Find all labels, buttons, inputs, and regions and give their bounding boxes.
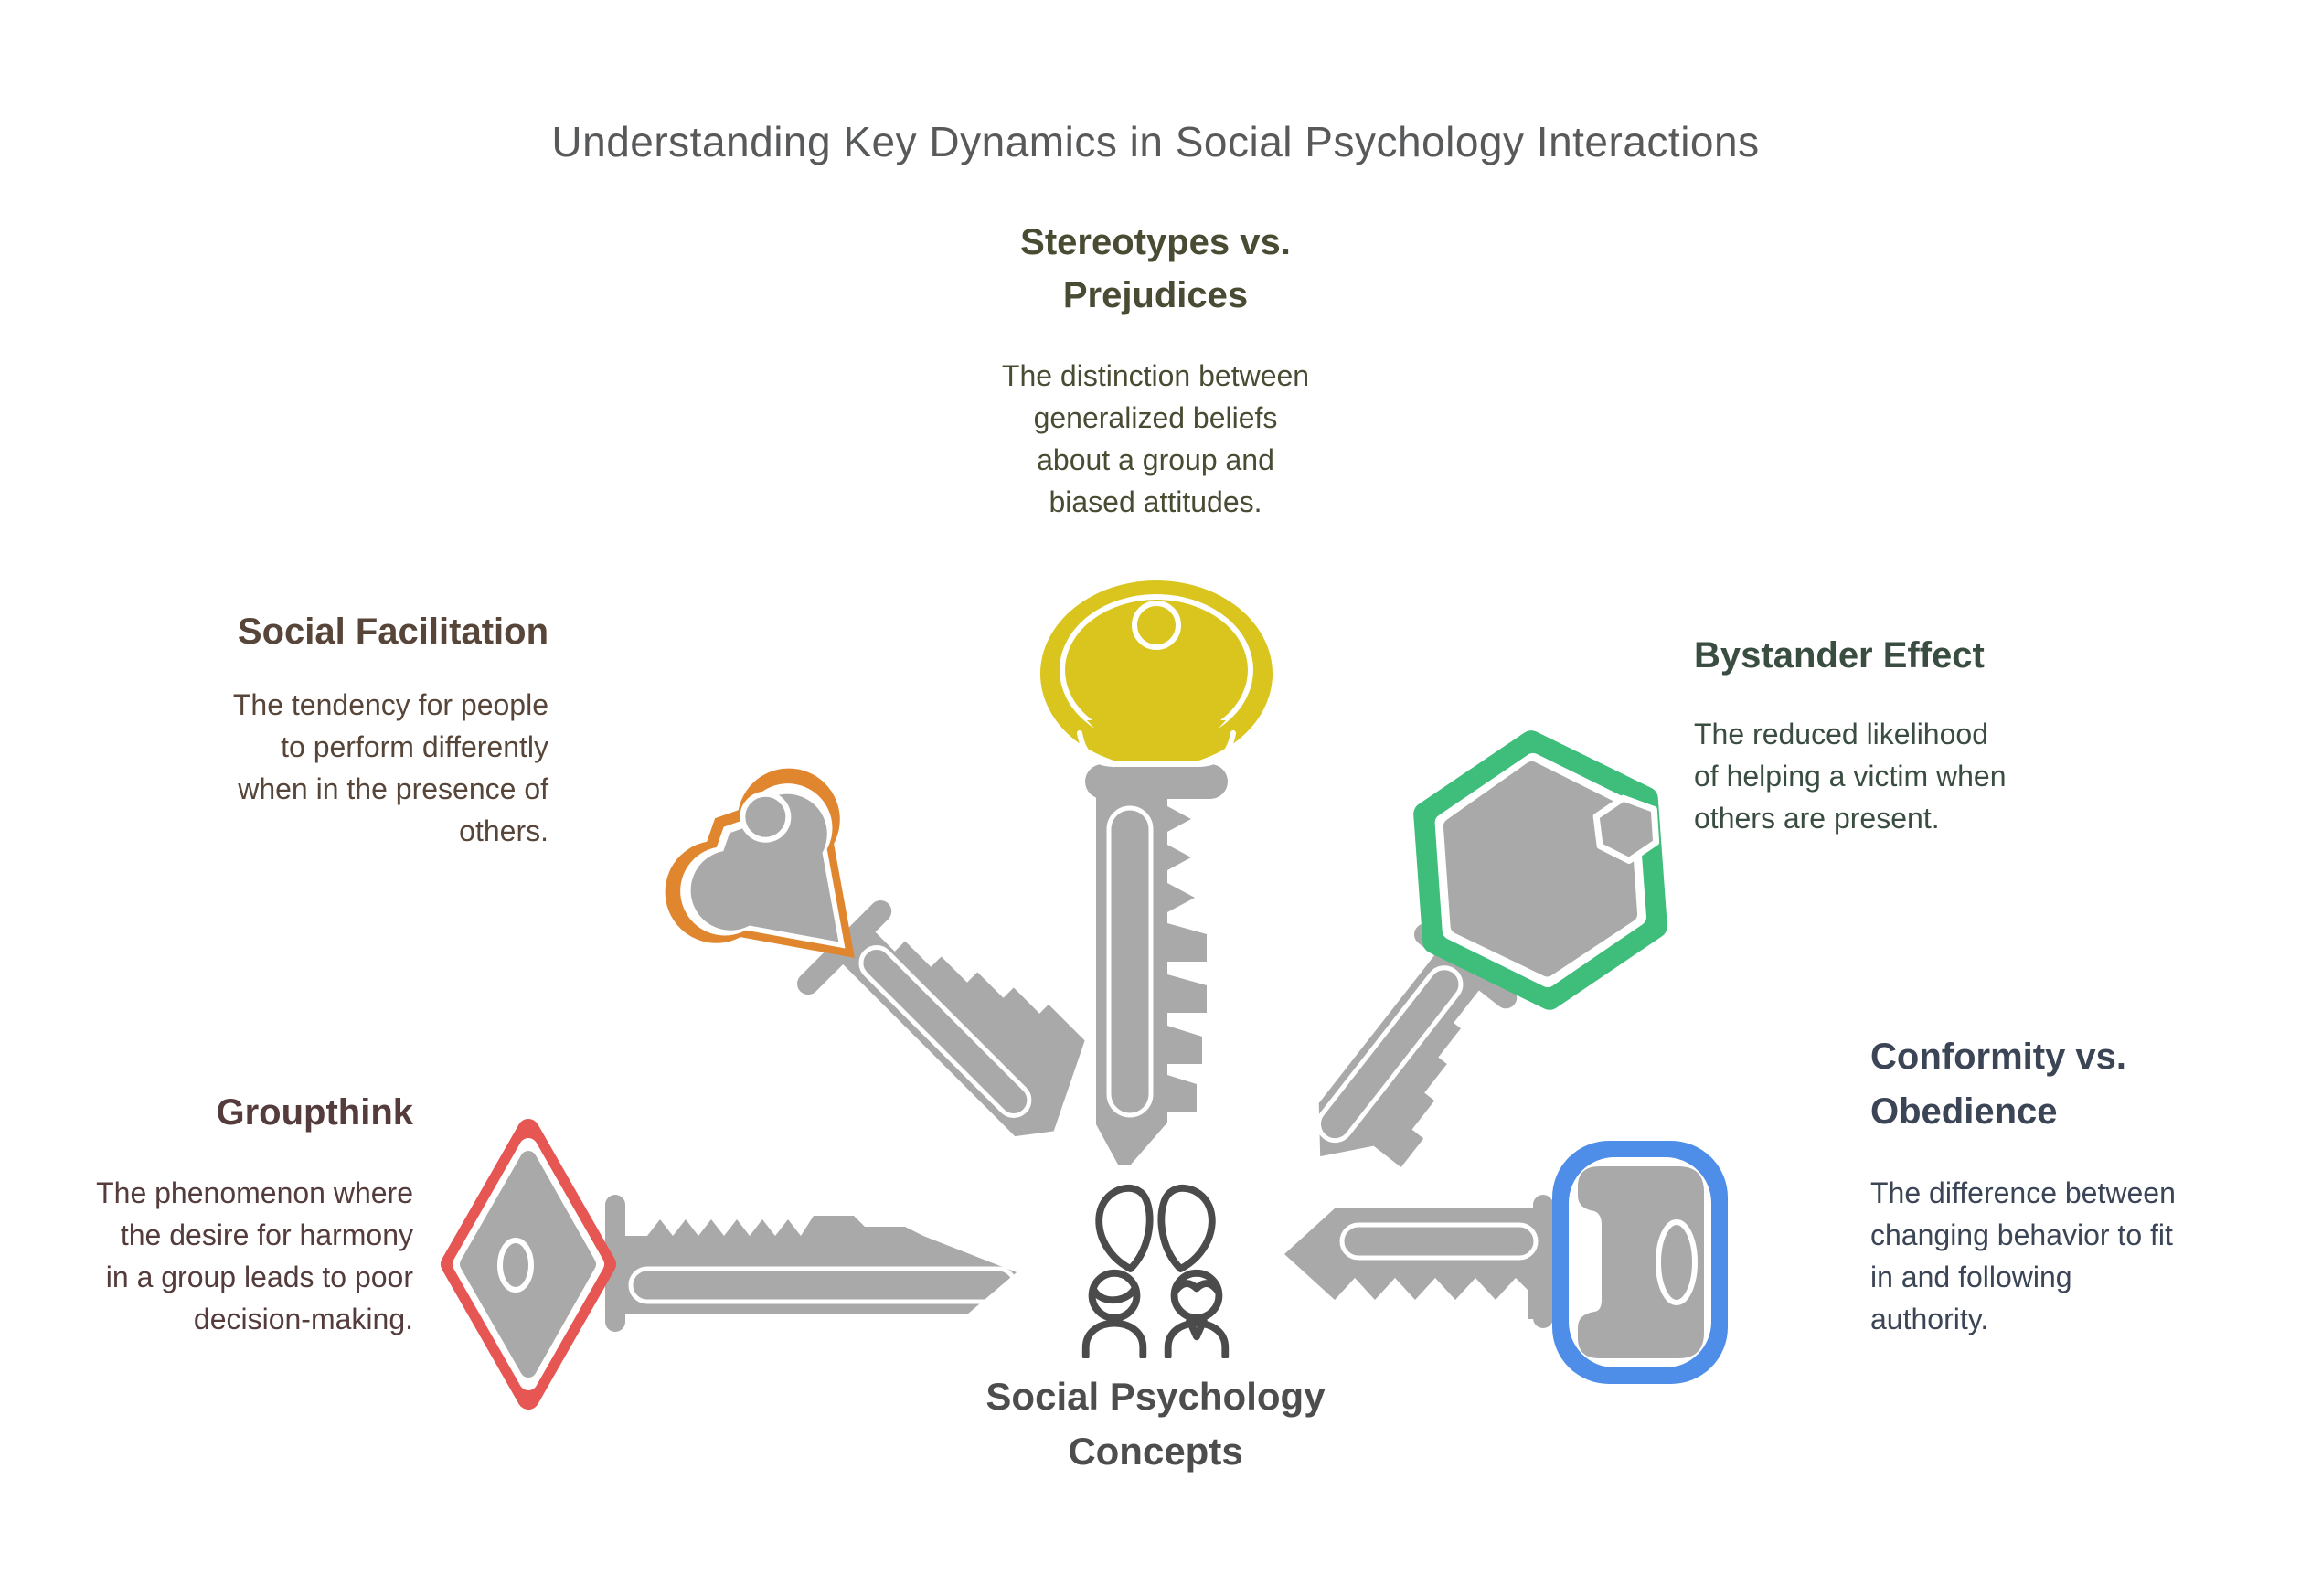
description-line: others are present. [1694, 802, 1940, 835]
concept-description: The tendency for people to perform diffe… [126, 684, 548, 852]
key-shaft [605, 1195, 1017, 1332]
concept-description: The phenomenon where the desire for harm… [26, 1172, 413, 1340]
description-line: The distinction between [1001, 359, 1310, 392]
key-head [665, 768, 855, 958]
description-line: changing behavior to fit [1870, 1218, 2173, 1251]
description-line: The tendency for people [232, 688, 548, 721]
description-line: generalized beliefs [1033, 401, 1278, 434]
description-line: in and following [1870, 1261, 2072, 1293]
person-right-collar [1186, 1316, 1208, 1341]
speech-drop-right [1157, 1184, 1216, 1272]
heading-line: Social Facilitation [237, 612, 548, 652]
heading-line: Stereotypes vs. [1020, 222, 1291, 262]
center-label-line: Concepts [1068, 1430, 1243, 1473]
person-left-shoulders [1081, 1319, 1147, 1358]
person-right-hair [1172, 1280, 1221, 1294]
key-shaft [1085, 764, 1228, 1165]
description-line: The phenomenon where [96, 1176, 413, 1209]
key-icon-bystander-effect [1315, 730, 1667, 1168]
description-line: others. [459, 814, 548, 847]
concept-heading: Conformity vs. Obedience [1870, 1029, 2309, 1139]
center-label-line: Social Psychology [985, 1375, 1326, 1418]
description-line: when in the presence of [238, 772, 548, 805]
key-head [1552, 1141, 1728, 1384]
description-line: of helping a victim when [1694, 760, 2007, 793]
page-title: Understanding Key Dynamics in Social Psy… [551, 118, 1760, 165]
people-conversation-icon [1081, 1184, 1230, 1358]
concept-heading: Social Facilitation [126, 605, 548, 658]
description-line: about a group and [1037, 443, 1274, 476]
center-label: Social Psychology Concepts [918, 1369, 1393, 1479]
description-line: biased attitudes. [1049, 485, 1262, 518]
person-right-shoulders [1164, 1319, 1230, 1358]
key-head [1040, 580, 1273, 767]
concept-description: The reduced likelihood of helping a vict… [1694, 713, 2188, 839]
concept-heading: Stereotypes vs. Prejudices [925, 216, 1386, 322]
description-line: authority. [1870, 1303, 1989, 1335]
key-icon-groupthink [441, 1119, 1017, 1410]
key-icon-stereotypes [1040, 580, 1273, 1165]
heading-line: Obedience [1870, 1091, 2058, 1132]
description-line: The difference between [1870, 1176, 2176, 1209]
description-line: in a group leads to poor [105, 1261, 413, 1293]
concept-heading: Groupthink [26, 1086, 413, 1139]
concept-heading: Bystander Effect [1694, 629, 2188, 682]
heading-line: Prejudices [1062, 275, 1249, 315]
description-line: decision-making. [193, 1303, 413, 1335]
person-left-head [1088, 1269, 1141, 1322]
description-line: to perform differently [281, 730, 548, 763]
key-icon-social-facilitation [665, 768, 1085, 1137]
key-head [441, 1119, 616, 1410]
speech-drop-left [1095, 1184, 1154, 1272]
key-shaft [1284, 1195, 1553, 1328]
person-left-hair [1090, 1284, 1139, 1304]
concept-description: The difference between changing behavior… [1870, 1172, 2309, 1340]
heading-line: Bystander Effect [1694, 635, 1985, 676]
heading-line: Conformity vs. [1870, 1037, 2127, 1077]
concept-description: The distinction between generalized beli… [925, 355, 1386, 523]
key-head [1413, 730, 1667, 1010]
person-right-head [1170, 1269, 1223, 1322]
key-icon-conformity-obedience [1284, 1141, 1728, 1384]
description-line: the desire for harmony [120, 1218, 413, 1251]
description-line: The reduced likelihood [1694, 718, 1988, 750]
heading-line: Groupthink [216, 1092, 413, 1133]
